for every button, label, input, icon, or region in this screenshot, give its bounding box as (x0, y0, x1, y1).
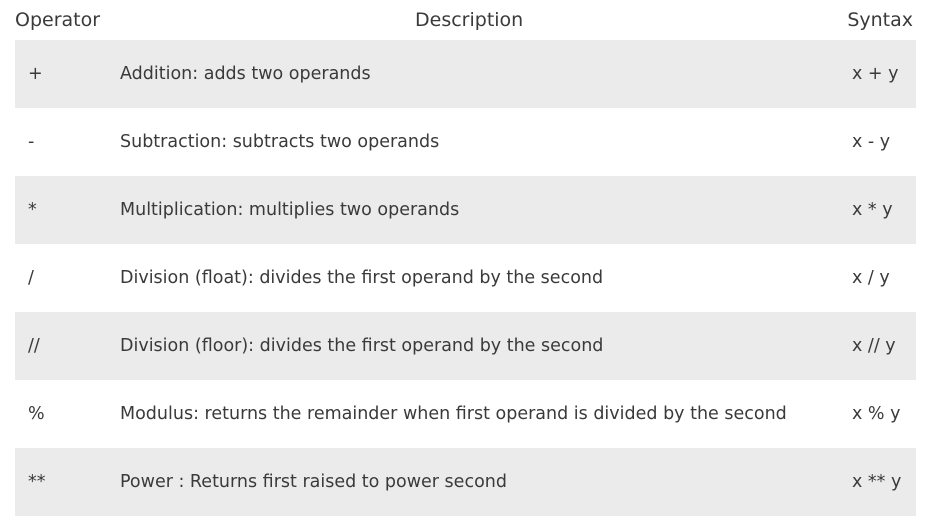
header-description: Description (415, 9, 524, 31)
syntax-cell: x // y (852, 336, 896, 356)
description-cell: Addition: adds two operands (120, 64, 371, 84)
description-cell: Subtraction: subtracts two operands (120, 132, 440, 152)
description-cell: Modulus: returns the remainder when firs… (120, 404, 787, 424)
operators-table: Operator Description Syntax + Addition: … (15, 0, 916, 516)
description-cell: Power : Returns first raised to power se… (120, 472, 507, 492)
table-row: % Modulus: returns the remainder when fi… (15, 380, 916, 448)
table-row: - Subtraction: subtracts two operands x … (15, 108, 916, 176)
operator-cell: / (28, 268, 34, 288)
syntax-cell: x - y (852, 132, 891, 152)
table-row: + Addition: adds two operands x + y (15, 40, 916, 108)
operator-cell: + (28, 64, 43, 84)
description-cell: Division (float): divides the first oper… (120, 268, 604, 288)
header-syntax: Syntax (847, 9, 913, 31)
operator-cell: // (28, 336, 40, 356)
operator-cell: % (28, 404, 45, 424)
syntax-cell: x % y (852, 404, 901, 424)
header-operator: Operator (15, 9, 101, 31)
syntax-cell: x / y (852, 268, 890, 288)
table-row: // Division (floor): divides the first o… (15, 312, 916, 380)
table-row: ** Power : Returns first raised to power… (15, 448, 916, 516)
description-cell: Division (floor): divides the first oper… (120, 336, 604, 356)
syntax-cell: x ** y (852, 472, 902, 492)
operator-cell: ** (28, 472, 46, 492)
table-row: / Division (float): divides the first op… (15, 244, 916, 312)
syntax-cell: x * y (852, 200, 893, 220)
table-row: * Multiplication: multiplies two operand… (15, 176, 916, 244)
syntax-cell: x + y (852, 64, 899, 84)
description-cell: Multiplication: multiplies two operands (120, 200, 460, 220)
operator-cell: * (28, 200, 37, 220)
operator-cell: - (28, 132, 35, 152)
table-header: Operator Description Syntax (15, 0, 916, 40)
